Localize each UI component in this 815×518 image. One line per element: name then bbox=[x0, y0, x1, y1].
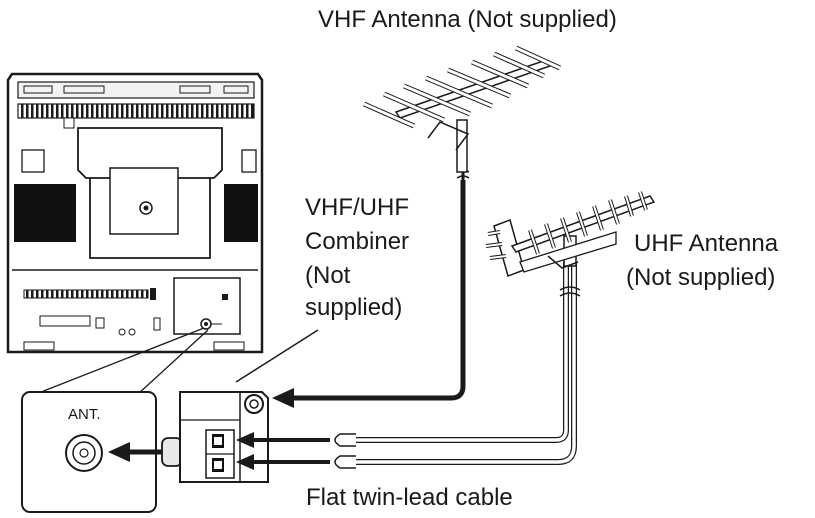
uhf-antenna bbox=[485, 191, 656, 277]
callout-line bbox=[137, 329, 209, 395]
combiner-label-line: supplied) bbox=[305, 294, 403, 321]
combiner-label-line: (Not bbox=[305, 262, 351, 289]
combiner-leader-line bbox=[235, 329, 319, 383]
cable-label: Flat twin-lead cable bbox=[306, 484, 513, 511]
ant-jack-label: ANT. bbox=[68, 406, 101, 423]
callout-line bbox=[35, 327, 205, 395]
combiner-label-line: Combiner bbox=[305, 228, 410, 255]
vhf-antenna bbox=[362, 45, 562, 173]
uhf-antenna-label-line: (Not supplied) bbox=[626, 264, 776, 291]
combiner-label-line: VHF/UHF bbox=[305, 194, 409, 221]
tv-rear-panel bbox=[6, 72, 264, 354]
uhf-twin-lead-cable bbox=[236, 262, 581, 470]
vhf-coax-cable bbox=[272, 169, 470, 408]
vhf-antenna-label: VHF Antenna (Not supplied) bbox=[318, 6, 617, 33]
arrow-to-ant bbox=[108, 442, 166, 462]
uhf-antenna-label-line: UHF Antenna bbox=[634, 230, 779, 257]
